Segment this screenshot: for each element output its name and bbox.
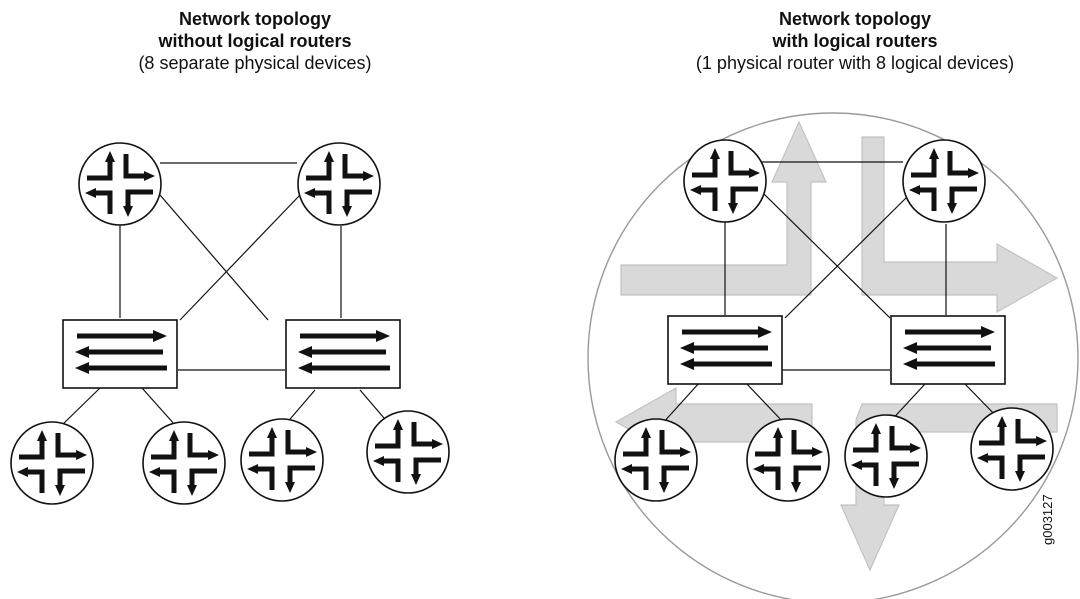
left-subtitle: (8 separate physical devices)	[138, 53, 372, 73]
figure-id: g003127	[1040, 494, 1055, 545]
right-subtitle: (1 physical router with 8 logical device…	[695, 53, 1015, 73]
router-icon	[143, 422, 225, 504]
left-links	[61, 162, 391, 426]
right-panel-title: Network topology with logical routers (1…	[655, 8, 1055, 74]
router-icon	[367, 411, 449, 493]
router-icon	[79, 143, 161, 225]
router-icon	[298, 143, 380, 225]
logical-router-icon	[684, 140, 766, 222]
logical-router-icon	[845, 415, 927, 497]
logical-router-icon	[971, 408, 1053, 490]
router-icon	[11, 422, 93, 504]
logical-router-icon	[615, 419, 697, 501]
physical-router-enclosure	[587, 112, 1079, 599]
right-title-line2: with logical routers	[772, 31, 938, 51]
switch-icon	[286, 320, 400, 388]
logical-switch-icon	[668, 316, 782, 384]
left-topology	[11, 143, 449, 504]
logical-switch-icon	[891, 316, 1005, 384]
logical-router-icon	[747, 419, 829, 501]
right-title-line1: Network topology	[779, 9, 931, 29]
arrow-right-top	[861, 136, 1059, 314]
arrow-up-left	[620, 120, 827, 296]
switch-icon	[63, 320, 177, 388]
right-topology	[587, 112, 1079, 599]
left-panel-title: Network topology without logical routers…	[85, 8, 425, 74]
router-icon	[241, 419, 323, 501]
logical-router-icon	[903, 140, 985, 222]
left-title-line2: without logical routers	[158, 31, 352, 51]
left-title-line1: Network topology	[179, 9, 331, 29]
